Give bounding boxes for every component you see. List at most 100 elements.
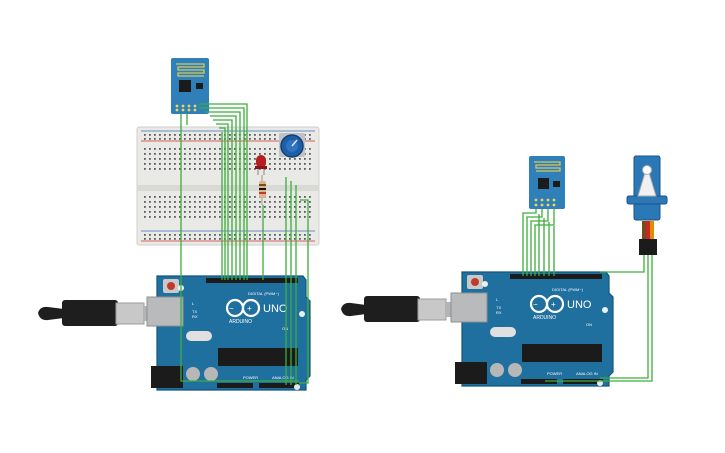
breadboard-hole <box>169 206 171 208</box>
breadboard-hole <box>209 158 211 160</box>
breadboard-hole <box>259 134 261 136</box>
breadboard-hole <box>184 211 186 213</box>
breadboard-hole <box>179 211 181 213</box>
l-label-right: L <box>496 297 499 302</box>
breadboard-hole <box>259 153 261 155</box>
breadboard-hole <box>144 201 146 203</box>
breadboard-hole <box>144 153 146 155</box>
breadboard-hole <box>199 153 201 155</box>
breadboard-hole <box>289 201 291 203</box>
breadboard-hole <box>249 148 251 150</box>
breadboard-hole <box>254 238 256 240</box>
breadboard-hole <box>234 201 236 203</box>
breadboard-hole <box>269 148 271 150</box>
breadboard-hole <box>229 196 231 198</box>
breadboard-hole <box>159 134 161 136</box>
breadboard-hole <box>159 234 161 236</box>
breadboard-hole <box>254 158 256 160</box>
breadboard-hole <box>189 196 191 198</box>
breadboard-hole <box>154 211 156 213</box>
breadboard-hole <box>214 158 216 160</box>
breadboard-hole <box>229 163 231 165</box>
breadboard-hole <box>154 148 156 150</box>
wires-right[interactable] <box>522 209 653 382</box>
arduino-uno-board[interactable]: − + UNO ARDUINO DIGITAL (PWM~) POWER ANA… <box>146 275 311 391</box>
breadboard-hole <box>274 201 276 203</box>
breadboard-hole <box>169 211 171 213</box>
digital-header-label-right: DIGITAL (PWM~) <box>552 287 584 292</box>
breadboard-hole <box>304 234 306 236</box>
breadboard-hole <box>179 158 181 160</box>
breadboard-hole <box>219 138 221 140</box>
breadboard-hole <box>269 238 271 240</box>
wires-left[interactable] <box>180 103 309 385</box>
breadboard-hole <box>244 148 246 150</box>
esp8266-module-right[interactable] <box>529 156 565 209</box>
red-led[interactable] <box>255 155 267 175</box>
breadboard-hole <box>169 238 171 240</box>
resistor[interactable] <box>259 175 266 205</box>
breadboard-hole <box>309 158 311 160</box>
breadboard-hole <box>154 238 156 240</box>
breadboard-hole <box>199 234 201 236</box>
breadboard-hole <box>179 216 181 218</box>
breadboard-hole <box>179 168 181 170</box>
breadboard-hole <box>204 148 206 150</box>
breadboard-hole <box>154 158 156 160</box>
breadboard-hole <box>164 148 166 150</box>
breadboard-hole <box>189 163 191 165</box>
breadboard-hole <box>164 201 166 203</box>
breadboard-hole <box>204 211 206 213</box>
arduino-uno-board-right[interactable]: − + UNO ARDUINO DIGITAL (PWM~) POWER ANA… <box>450 271 614 387</box>
breadboard-hole <box>149 158 151 160</box>
breadboard-hole <box>144 134 146 136</box>
breadboard-hole <box>204 158 206 160</box>
breadboard-hole <box>149 153 151 155</box>
breadboard-hole <box>254 206 256 208</box>
breadboard-hole <box>174 238 176 240</box>
breadboard-hole <box>254 211 256 213</box>
breadboard-hole <box>204 196 206 198</box>
breadboard-hole <box>284 216 286 218</box>
breadboard-hole <box>164 153 166 155</box>
breadboard-hole <box>304 238 306 240</box>
breadboard-hole <box>234 163 236 165</box>
usb-cable-right[interactable] <box>341 296 459 322</box>
breadboard-hole <box>289 206 291 208</box>
breadboard-hole <box>274 234 276 236</box>
micro-servo[interactable] <box>626 155 668 255</box>
potentiometer[interactable] <box>279 133 305 158</box>
breadboard-hole <box>194 138 196 140</box>
breadboard-hole <box>159 238 161 240</box>
breadboard-hole <box>304 216 306 218</box>
breadboard-hole <box>219 158 221 160</box>
svg-text:+: + <box>551 300 556 309</box>
breadboard-hole <box>184 201 186 203</box>
breadboard-hole <box>149 216 151 218</box>
svg-text:−: − <box>533 300 538 309</box>
usb-cable[interactable] <box>38 300 157 326</box>
breadboard-hole <box>194 238 196 240</box>
breadboard-hole <box>174 216 176 218</box>
breadboard-hole <box>179 201 181 203</box>
breadboard-hole <box>249 168 251 170</box>
breadboard-hole <box>194 148 196 150</box>
breadboard-hole <box>199 138 201 140</box>
breadboard-hole <box>209 234 211 236</box>
power-header-label: POWER <box>243 375 258 380</box>
power-header-label-right: POWER <box>547 371 562 376</box>
breadboard-hole <box>194 211 196 213</box>
breadboard-hole <box>159 148 161 150</box>
breadboard-hole <box>199 163 201 165</box>
breadboard-hole <box>179 206 181 208</box>
breadboard-hole <box>199 216 201 218</box>
board-model-right: UNO <box>567 299 592 311</box>
breadboard-hole <box>204 216 206 218</box>
breadboard-hole <box>159 196 161 198</box>
esp8266-module[interactable] <box>171 58 209 114</box>
breadboard-hole <box>189 134 191 136</box>
breadboard-hole <box>214 238 216 240</box>
breadboard-hole <box>244 206 246 208</box>
breadboard-hole <box>284 158 286 160</box>
breadboard-hole <box>214 196 216 198</box>
